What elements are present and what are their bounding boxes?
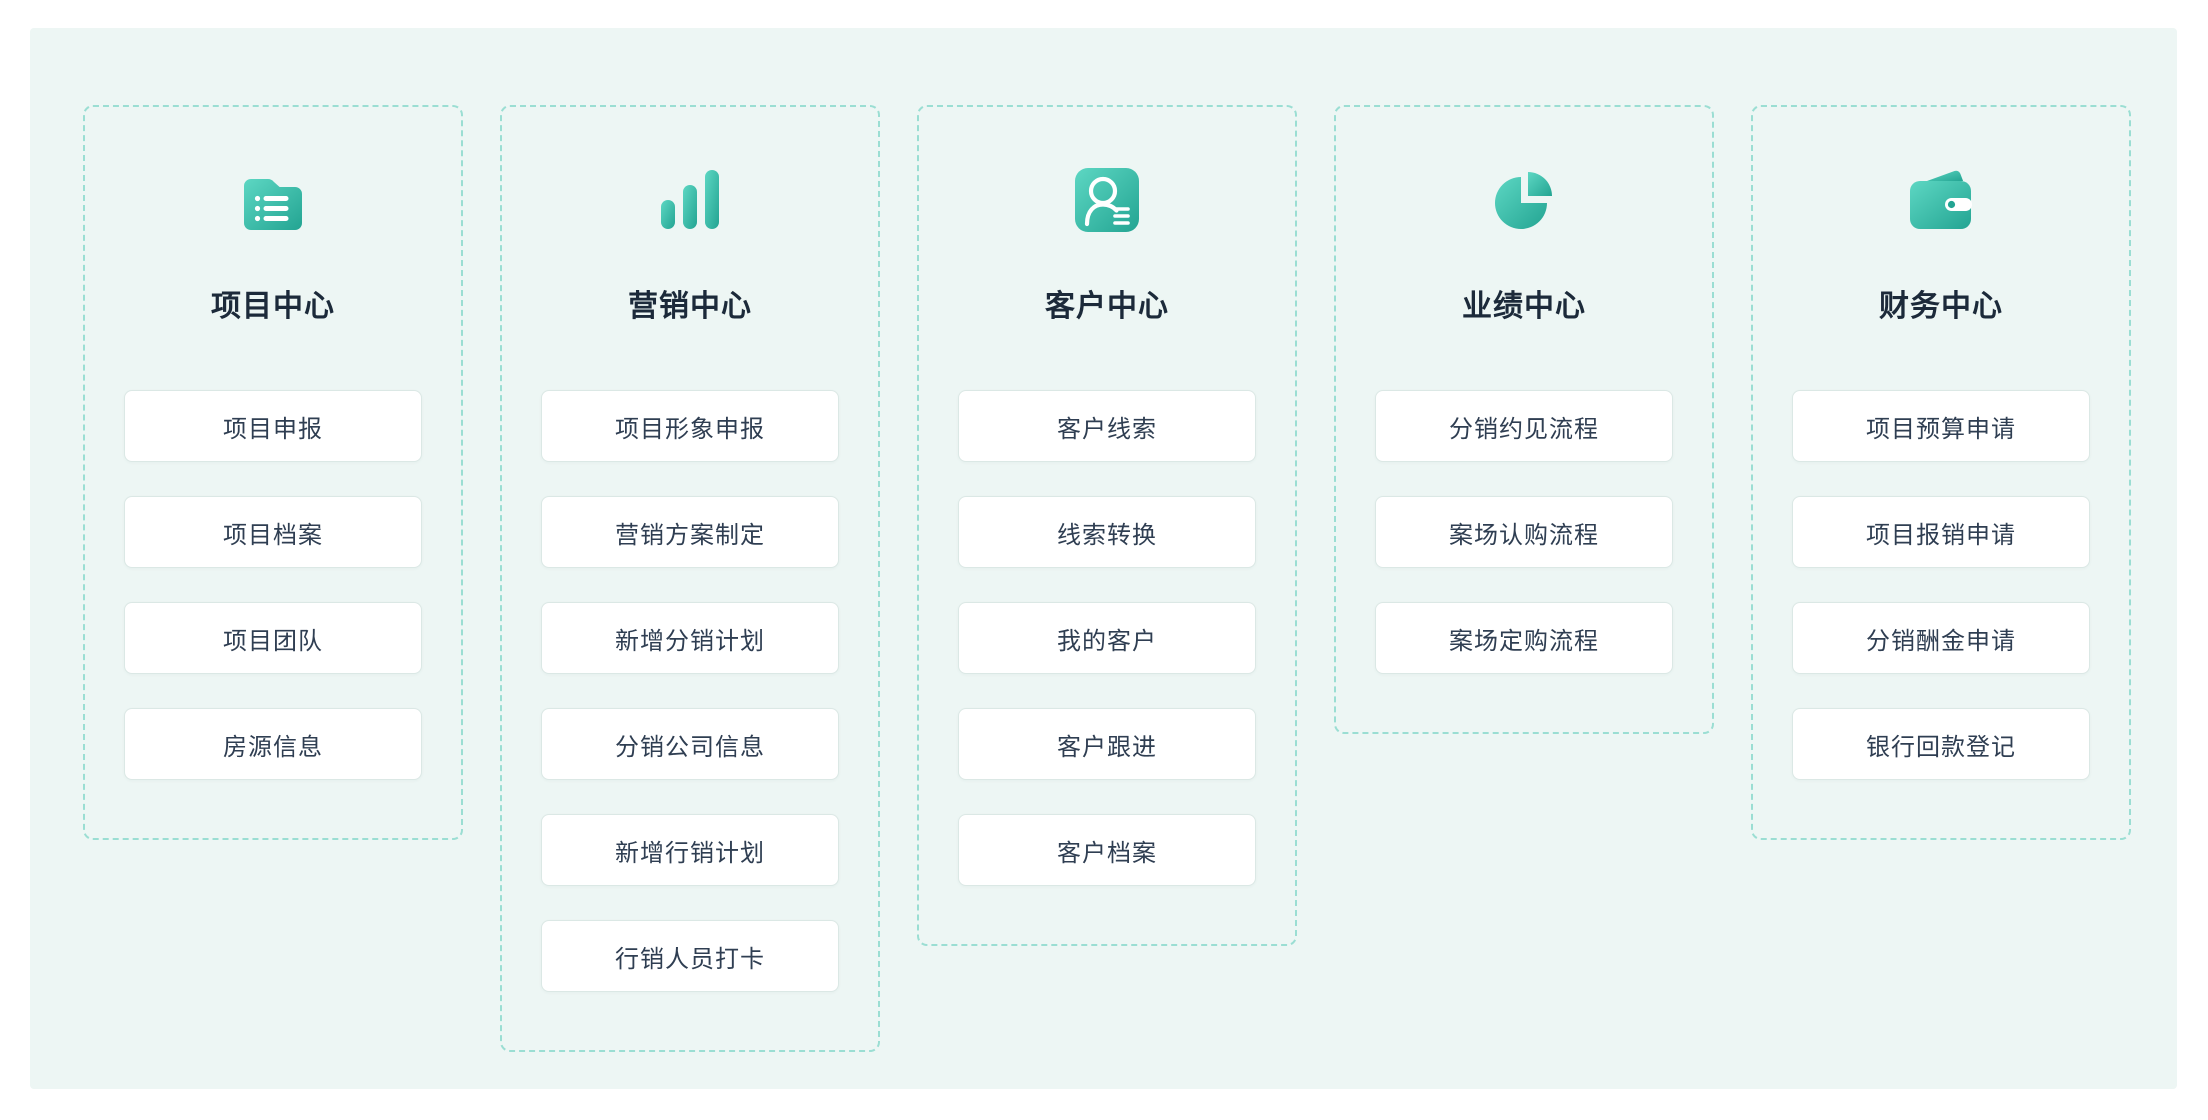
project-center-title: 项目中心 [211,290,335,323]
performance-center-item-2[interactable]: 案场认购流程 [1375,496,1673,568]
section-project-center: 项目中心 项目申报项目档案项目团队房源信息 [83,105,463,840]
customer-center-item-5[interactable]: 客户档案 [958,814,1256,886]
customer-center-item-4[interactable]: 客户跟进 [958,708,1256,780]
section-items: 项目预算申请项目报销申请分销酬金申请银行回款登记 [1792,390,2090,780]
marketing-center-item-1[interactable]: 项目形象申报 [541,390,839,462]
section-customer-center: 客户中心 客户线索线索转换我的客户客户跟进客户档案 [917,105,1297,946]
section-items: 分销约见流程案场认购流程案场定购流程 [1375,390,1673,674]
finance-center-item-1[interactable]: 项目预算申请 [1792,390,2090,462]
marketing-center-item-4[interactable]: 分销公司信息 [541,708,839,780]
finance-center-item-4[interactable]: 银行回款登记 [1792,708,2090,780]
section-icon-wrap [124,168,422,232]
section-items: 项目形象申报营销方案制定新增分销计划分销公司信息新增行销计划行销人员打卡 [541,390,839,992]
section-icon-wrap [1792,168,2090,232]
project-center-item-2[interactable]: 项目档案 [124,496,422,568]
marketing-center-item-5[interactable]: 新增行销计划 [541,814,839,886]
finance-center-item-3[interactable]: 分销酬金申请 [1792,602,2090,674]
bar-chart-icon [661,170,719,229]
finance-center-title: 财务中心 [1879,290,2003,323]
section-icon-wrap [958,168,1256,232]
finance-center-item-2[interactable]: 项目报销申请 [1792,496,2090,568]
section-icon-wrap [541,168,839,232]
marketing-center-item-3[interactable]: 新增分销计划 [541,602,839,674]
user-profile-icon [1075,168,1139,232]
customer-center-item-2[interactable]: 线索转换 [958,496,1256,568]
project-center-item-4[interactable]: 房源信息 [124,708,422,780]
wallet-icon [1910,170,1972,229]
section-performance-center: 业绩中心 分销约见流程案场认购流程案场定购流程 [1334,105,1714,734]
section-marketing-center: 营销中心 项目形象申报营销方案制定新增分销计划分销公司信息新增行销计划行销人员打… [500,105,880,1052]
section-finance-center: 财务中心 项目预算申请项目报销申请分销酬金申请银行回款登记 [1751,105,2131,840]
marketing-center-title: 营销中心 [628,290,752,323]
customer-center-title: 客户中心 [1045,290,1169,323]
pie-chart-icon [1495,172,1552,229]
project-center-item-3[interactable]: 项目团队 [124,602,422,674]
section-items: 客户线索线索转换我的客户客户跟进客户档案 [958,390,1256,886]
performance-center-item-1[interactable]: 分销约见流程 [1375,390,1673,462]
project-center-item-1[interactable]: 项目申报 [124,390,422,462]
marketing-center-item-6[interactable]: 行销人员打卡 [541,920,839,992]
section-icon-wrap [1375,168,1673,232]
customer-center-item-3[interactable]: 我的客户 [958,602,1256,674]
folder-list-icon [244,179,302,230]
module-columns: 项目中心 项目申报项目档案项目团队房源信息 营销中心 项目形象申报营销方案制定新… [83,105,2131,1052]
background-panel: 项目中心 项目申报项目档案项目团队房源信息 营销中心 项目形象申报营销方案制定新… [30,28,2177,1089]
section-items: 项目申报项目档案项目团队房源信息 [124,390,422,780]
customer-center-item-1[interactable]: 客户线索 [958,390,1256,462]
performance-center-item-3[interactable]: 案场定购流程 [1375,602,1673,674]
marketing-center-item-2[interactable]: 营销方案制定 [541,496,839,568]
performance-center-title: 业绩中心 [1462,290,1586,323]
